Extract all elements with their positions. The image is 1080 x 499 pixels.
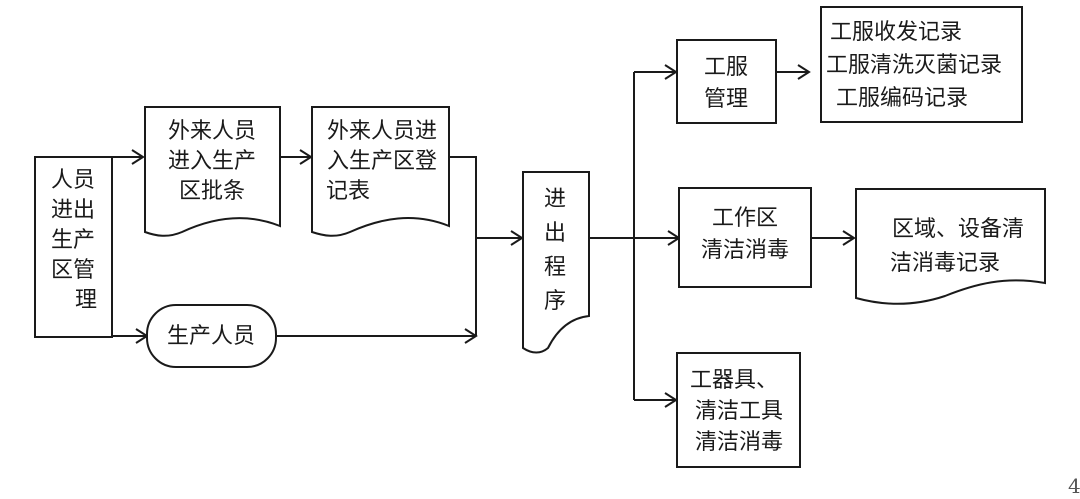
node-label-line: 管理 xyxy=(704,87,748,112)
node-label-line: 工服清洗灭菌记录 xyxy=(826,53,1002,78)
node-label-line: 进 xyxy=(544,187,566,212)
node-visitor-register-document: 外来人员进 入生产区登 记表 xyxy=(311,106,450,237)
node-label-line: 区域、设备清 xyxy=(892,217,1024,242)
node-work-area-cleaning: 工作区 清洁消毒 xyxy=(678,187,812,288)
node-label-line: 区批条 xyxy=(179,179,245,204)
connectors xyxy=(112,64,856,408)
node-label-line: 出 xyxy=(544,221,566,246)
node-box xyxy=(678,187,812,288)
node-tools-cleaning: 工器具、 清洁工具 清洁消毒 xyxy=(676,352,801,468)
document-shape xyxy=(855,188,1046,305)
node-label-line: 进入生产 xyxy=(168,149,256,174)
node-label-line: 程 xyxy=(544,255,566,280)
node-visitor-approval-document: 外来人员 进入生产 区批条 xyxy=(144,106,281,237)
node-label-line: 工服 xyxy=(704,55,748,80)
node-label-line: 工服收发记录 xyxy=(830,20,962,45)
node-label-line: 清洁消毒 xyxy=(695,430,783,455)
arrowhead xyxy=(842,230,856,246)
connector-register-to-procedure xyxy=(449,156,522,239)
node-label-line: 人员 xyxy=(51,168,95,193)
node-label-line: 记表 xyxy=(326,179,370,204)
node-label-line: 外来人员 xyxy=(168,119,256,144)
document-shape xyxy=(522,171,590,354)
document-shape xyxy=(144,106,281,237)
node-box xyxy=(676,39,777,124)
node-label-line: 清洁消毒 xyxy=(701,238,789,263)
node-entry-exit-procedure: 进 出 程 序 xyxy=(522,171,590,354)
node-label-line: 入生产区登 xyxy=(327,149,437,174)
node-label-line: 区管 xyxy=(51,258,95,283)
node-label-line: 进出 xyxy=(51,198,95,223)
arrowhead xyxy=(131,149,145,165)
node-label-line: 洁消毒记录 xyxy=(890,251,1000,276)
node-box xyxy=(34,156,113,338)
node-label-line: 外来人员进 xyxy=(327,119,437,144)
node-area-equipment-records: 区域、设备清 洁消毒记录 xyxy=(855,188,1046,305)
node-label-line: 理 xyxy=(75,288,97,313)
document-shape xyxy=(311,106,450,237)
node-personnel-access-management: 人员 进出 生产 区管 理 xyxy=(34,156,113,338)
node-box xyxy=(676,352,801,468)
node-box xyxy=(820,6,1023,123)
terminal-shape xyxy=(146,304,277,368)
node-production-personnel: 生产人员 xyxy=(146,304,277,368)
node-label-line: 工服编码记录 xyxy=(836,86,968,111)
page-mark: 4 xyxy=(1068,474,1080,498)
node-label: 生产人员 xyxy=(167,324,255,349)
node-uniform-management: 工服 管理 xyxy=(676,39,777,124)
node-label-line: 生产 xyxy=(51,228,95,253)
node-uniform-records: 工服收发记录 工服清洗灭菌记录 工服编码记录 xyxy=(820,6,1023,123)
node-label-line: 清洁工具 xyxy=(695,399,783,424)
node-label-line: 工作区 xyxy=(712,206,778,231)
arrowhead xyxy=(797,64,811,80)
node-label-line: 工器具、 xyxy=(690,368,778,393)
node-label-line: 序 xyxy=(544,289,566,314)
